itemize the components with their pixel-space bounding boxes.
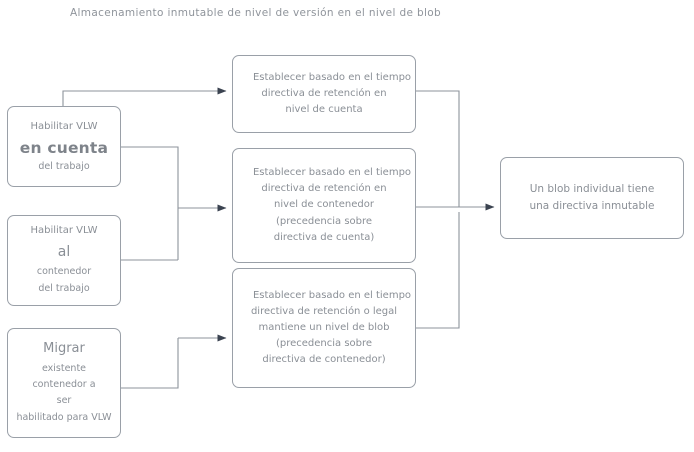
connector-account-to-bus [121,146,179,260]
node-line-3: nivel de contenedor [274,199,374,211]
node-account-level-retention-policy[interactable]: Establecer basado en el tiempo directiva… [232,55,416,133]
node-line-1: Habilitar VLW [30,225,98,237]
node-line-1: Establecer basado en el tiempo [252,71,412,83]
node-individual-blob-immutable-policy[interactable]: Un blob individual tiene una directiva i… [500,157,684,239]
node-line-1: Un blob individual tiene [529,183,655,195]
node-line-3: nivel de cuenta [285,104,363,116]
node-line-2: una directiva inmutable [529,200,655,212]
node-line-1: Establecer basado en el tiempo [252,289,412,301]
node-line-1: Establecer basado en el tiempo [252,167,412,179]
node-line-5: directiva de contenedor) [262,354,386,366]
node-line-2: directiva de retención en [261,183,387,195]
node-line-4: ser [56,395,72,407]
node-line-2: existente [41,362,87,374]
node-line-5: habilitado para VLW [16,411,112,423]
node-line-1: Habilitar VLW [30,120,98,132]
node-line-4: del trabajo [38,282,90,294]
node-line-2: directiva de retención o legal [250,305,398,317]
node-line-2: en cuenta [19,138,109,157]
node-enable-vlw-container[interactable]: Habilitar VLW al contenedor del trabajo [7,215,121,306]
node-enable-vlw-account[interactable]: Habilitar VLW en cuenta del trabajo [7,106,121,187]
node-container-level-retention-policy[interactable]: Establecer basado en el tiempo directiva… [232,148,416,263]
connector-account-policy-to-right-bus [416,90,460,207]
node-line-2: directiva de retención en [261,87,387,99]
connector-migrate-to-bus [121,338,179,389]
connector-account-to-account-policy [62,87,227,106]
node-line-2: al [57,243,71,260]
node-line-4: (precedencia sobre [275,338,373,350]
node-line-4: (precedencia sobre [275,215,373,227]
connector-blob-policy-to-right-bus [416,212,460,329]
node-line-3: mantiene un nivel de blob [258,321,390,333]
node-line-1: Migrar [43,341,85,357]
node-line-3: contenedor [36,266,92,278]
node-line-5: directiva de cuenta) [273,231,375,243]
node-line-3: contenedor a [32,378,96,390]
diagram-title: Almacenamiento inmutable de nivel de ver… [70,7,442,19]
node-blob-level-retention-policy[interactable]: Establecer basado en el tiempo directiva… [232,268,416,388]
node-line-3: del trabajo [38,160,90,172]
node-migrate-existing-container[interactable]: Migrar existente contenedor a ser habili… [7,328,121,438]
